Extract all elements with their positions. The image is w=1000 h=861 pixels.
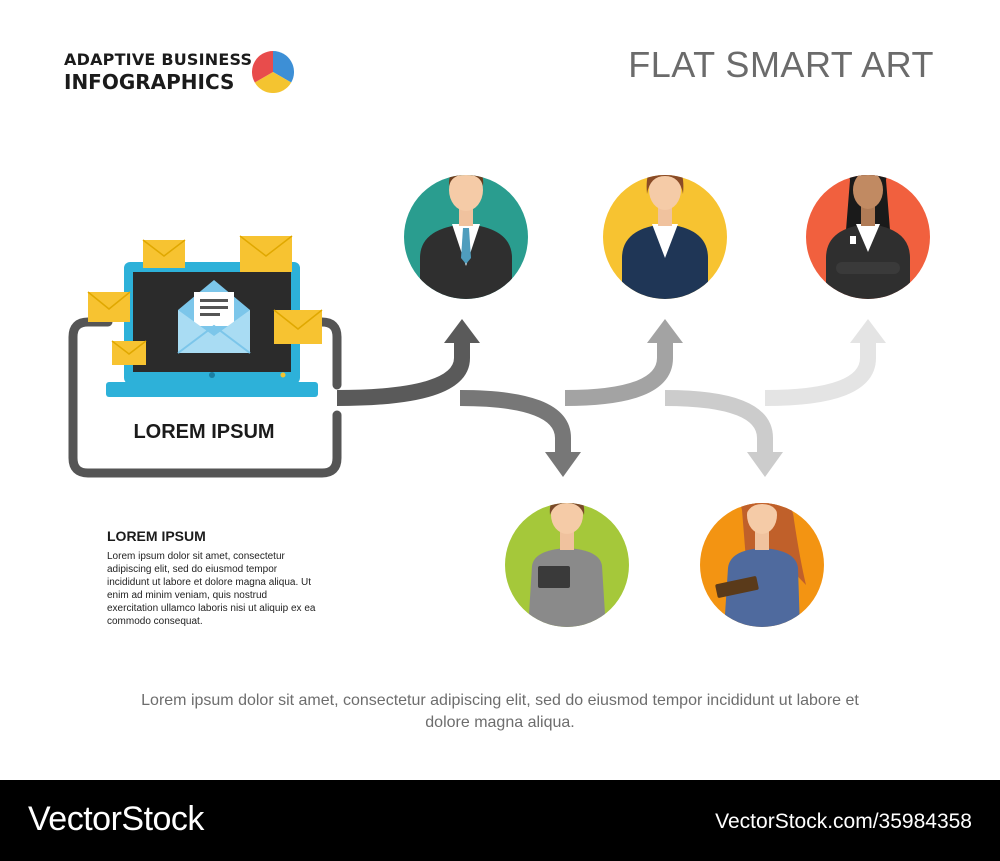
arrow-5	[764, 319, 886, 406]
footer-brand: VectorStock	[28, 800, 204, 838]
footer-url: VectorStock.com/35984358	[715, 810, 972, 833]
arrow-1	[336, 319, 480, 406]
bottom-caption: Lorem ipsum dolor sit amet, consectetur …	[141, 692, 859, 731]
brand-line-2: INFOGRAPHICS	[64, 70, 235, 94]
person-woman-tablet-avatar	[505, 503, 629, 627]
person-woman-blazer-avatar	[603, 175, 727, 299]
watermark-footer: VectorStock VectorStock.com/35984358	[0, 780, 1000, 861]
source-frame-right	[313, 317, 342, 390]
page-title: FLAT SMART ART	[628, 44, 934, 85]
envelope-icon	[111, 340, 147, 365]
brand-block: ADAPTIVE BUSINESS INFOGRAPHICS	[64, 50, 252, 94]
source-label: LOREM IPSUM	[133, 421, 275, 443]
flow-diagram	[68, 175, 930, 627]
envelope-icon	[87, 291, 131, 322]
side-body: Lorem ipsum dolor sit amet, consectetur …	[107, 551, 316, 627]
source-frame	[68, 317, 342, 478]
brand-line-1: ADAPTIVE BUSINESS	[64, 50, 253, 69]
pie-logo-icon	[252, 51, 294, 93]
arrow-2	[459, 390, 581, 477]
laptop-email-icon	[87, 235, 323, 397]
side-text-block: LOREM IPSUM Lorem ipsum dolor sit amet, …	[107, 528, 317, 628]
person-woman-dark-suit-avatar	[806, 175, 930, 299]
side-heading: LOREM IPSUM	[107, 528, 206, 544]
envelope-icon	[239, 235, 293, 272]
person-man-suit-avatar	[404, 175, 528, 299]
envelope-icon	[273, 309, 323, 344]
arrow-4	[664, 390, 783, 477]
arrow-3	[564, 319, 683, 406]
person-woman-notebook-avatar	[700, 503, 824, 627]
envelope-icon	[142, 239, 186, 268]
